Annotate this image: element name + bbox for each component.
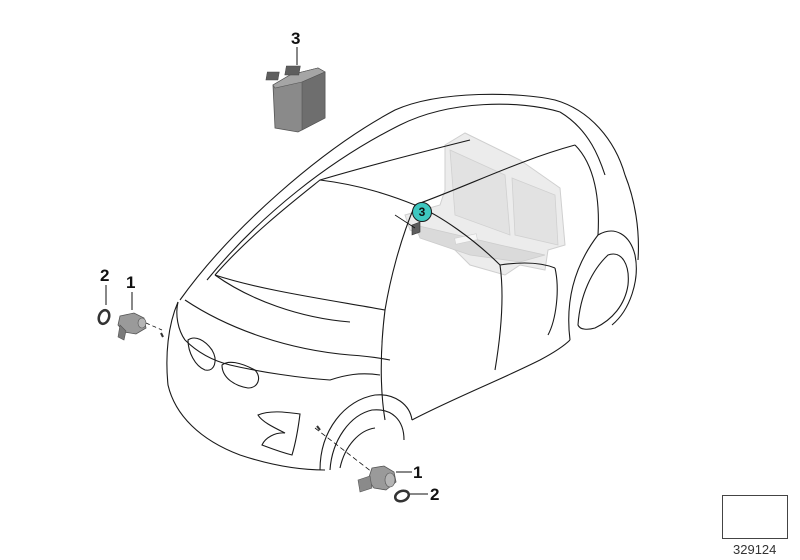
control-unit-part <box>265 47 326 133</box>
callout-control-unit[interactable]: 3 <box>291 29 301 48</box>
callout-ring-front-left[interactable]: 2 <box>100 266 110 285</box>
car-outline <box>166 93 639 471</box>
sensor-front-left-part <box>97 285 164 341</box>
callout-sensor-front-right[interactable]: 1 <box>413 463 423 482</box>
back-navigation-button[interactable] <box>722 495 788 539</box>
callout-ring-front-right[interactable]: 2 <box>430 485 440 504</box>
callout-sensor-front-left[interactable]: 1 <box>126 273 136 292</box>
diagram-reference-number: 329124 <box>733 542 777 557</box>
control-unit-location <box>394 214 421 236</box>
sensor-front-right-part <box>314 425 428 503</box>
rear-seat <box>404 132 566 276</box>
location-badge[interactable]: 3 <box>412 202 432 222</box>
